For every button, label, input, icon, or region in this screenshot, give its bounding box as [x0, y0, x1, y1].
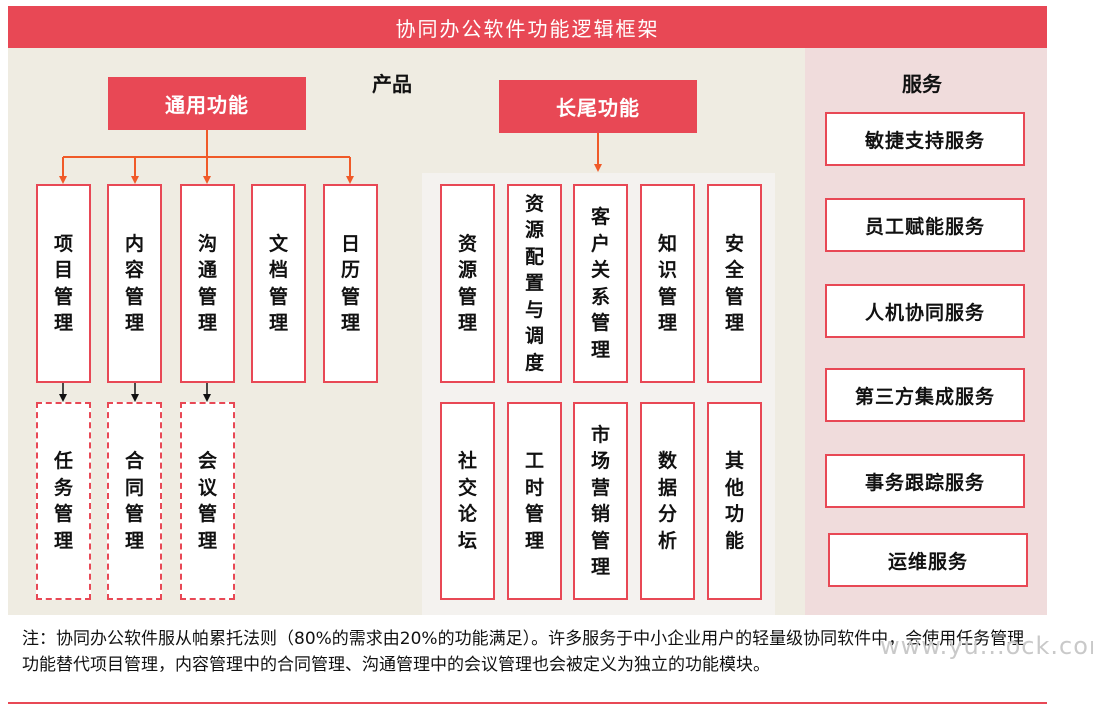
derived-box-contract: 合同管理	[107, 402, 162, 600]
longtail-box-security: 安全管理	[707, 184, 762, 383]
longtail-box-knowledge: 知识管理	[640, 184, 695, 383]
longtail-box-marketing: 市场营销管理	[573, 402, 628, 600]
longtail-box-other: 其他功能	[707, 402, 762, 600]
general-box-calendar: 日历管理	[323, 184, 378, 383]
longtail-box-resource-allocation: 资源配置与调度	[507, 184, 562, 383]
service-third-party-integration: 第三方集成服务	[825, 368, 1025, 422]
service-operations: 运维服务	[828, 533, 1028, 587]
longtail-box-data-analysis: 数据分析	[640, 402, 695, 600]
longtail-box-timesheet: 工时管理	[507, 402, 562, 600]
derived-box-meeting: 会议管理	[180, 402, 235, 600]
service-employee-enablement: 员工赋能服务	[825, 198, 1025, 252]
longtail-box-social-forum: 社交论坛	[440, 402, 495, 600]
longtail-box-crm: 客户关系管理	[573, 184, 628, 383]
general-box-communication: 沟通管理	[180, 184, 235, 383]
diagram-title: 协同办公软件功能逻辑框架	[8, 6, 1047, 48]
service-human-machine: 人机协同服务	[825, 284, 1025, 338]
longtail-functions-header: 长尾功能	[499, 80, 697, 133]
general-box-content: 内容管理	[107, 184, 162, 383]
bottom-rule	[8, 702, 1047, 704]
service-agile-support: 敏捷支持服务	[825, 112, 1025, 166]
service-issue-tracking: 事务跟踪服务	[825, 454, 1025, 508]
longtail-box-resource: 资源管理	[440, 184, 495, 383]
general-box-project: 项目管理	[36, 184, 91, 383]
general-functions-header: 通用功能	[108, 77, 306, 130]
footnote: 注：协同办公软件服从帕累托法则（80%的需求由20%的功能满足）。许多服务于中小…	[22, 629, 1025, 675]
watermark-text: www.yu...ock.com	[880, 632, 1093, 660]
product-section-label: 产品	[372, 72, 412, 96]
derived-box-task: 任务管理	[36, 402, 91, 600]
service-section-label: 服务	[902, 72, 942, 96]
general-box-document: 文档管理	[251, 184, 306, 383]
